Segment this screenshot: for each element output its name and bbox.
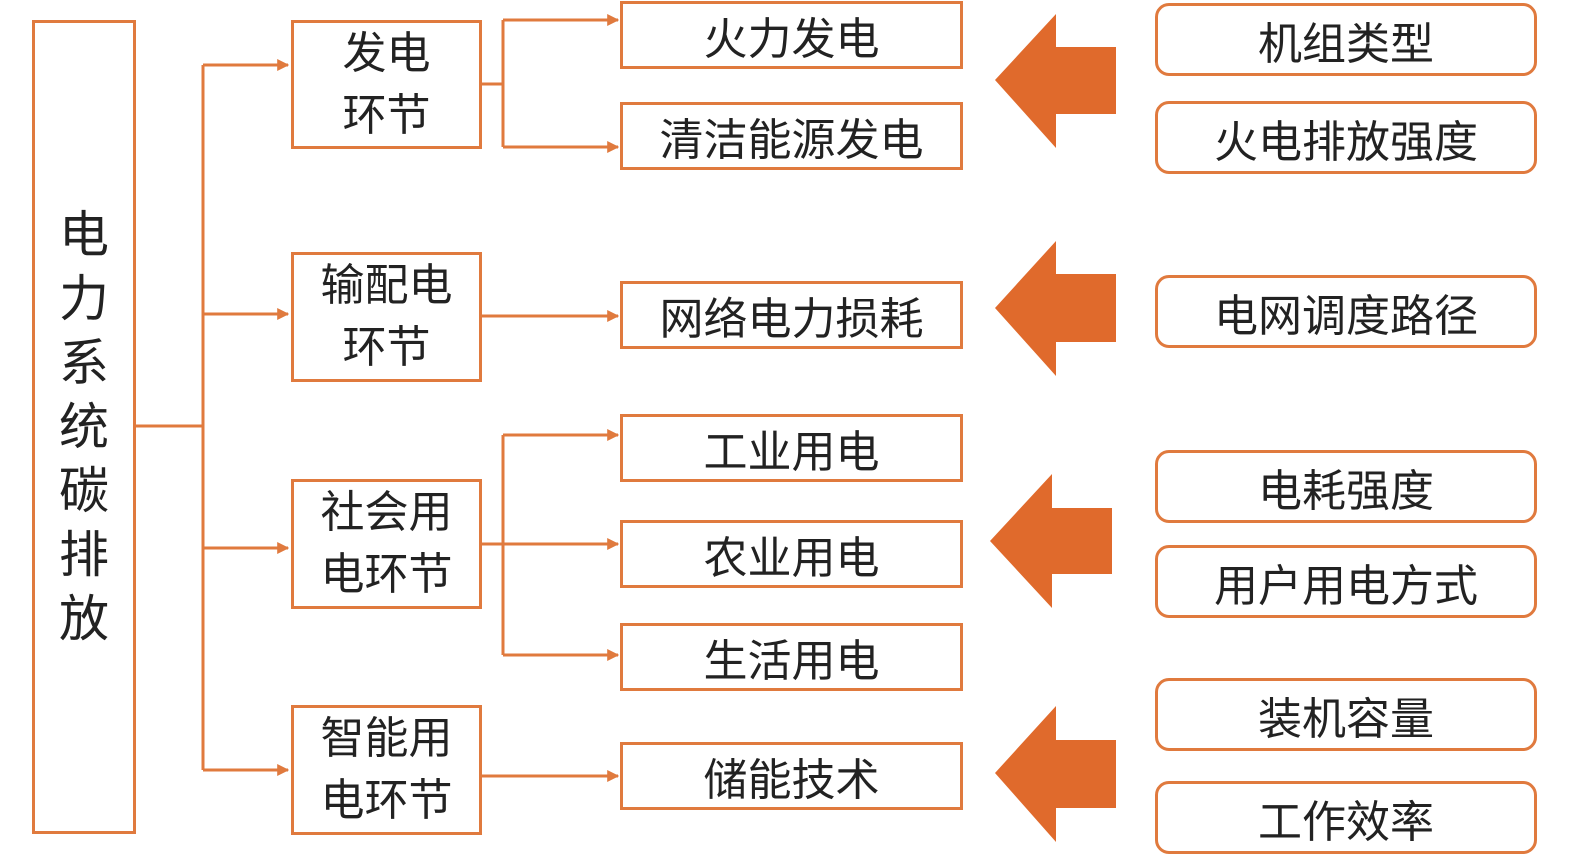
- root-label-char: 系: [59, 334, 109, 392]
- factor-grid-dispatch-path: 电网调度路径: [1155, 275, 1537, 348]
- item-label: 农业用电: [703, 533, 880, 584]
- factor-unit-type: 机组类型: [1155, 3, 1537, 76]
- root-label-char: 力: [59, 270, 109, 328]
- stage-label-line1: 输配电: [320, 260, 453, 311]
- item-network-loss: 网络电力损耗: [620, 281, 963, 349]
- item-label: 工业用电: [703, 427, 880, 478]
- connector-generation-stem: [481, 20, 505, 147]
- root-label-char: 排: [59, 526, 109, 584]
- stage-label-line2: 电环节: [320, 549, 453, 600]
- item-label: 储能技术: [703, 755, 880, 806]
- item-label: 网络电力损耗: [659, 294, 924, 345]
- stage-label-line1: 发电: [342, 27, 431, 79]
- item-residential: 生活用电: [620, 623, 963, 691]
- factor-label: 装机容量: [1258, 693, 1434, 745]
- connector-social-stem: [481, 435, 505, 655]
- factor-label: 机组类型: [1258, 18, 1434, 70]
- root-label-char: 电: [59, 206, 109, 264]
- factor-thermal-emission-intensity: 火电排放强度: [1155, 101, 1537, 174]
- item-label: 火力发电: [703, 14, 880, 65]
- stage-label-line1: 社会用: [320, 487, 453, 538]
- root-label: 电力系统碳排放: [59, 203, 109, 651]
- stage-label-line1: 智能用: [320, 713, 453, 764]
- stage-label-line2: 电环节: [320, 775, 453, 826]
- left-arrow-icon: [990, 474, 1112, 608]
- factor-installed-capacity: 装机容量: [1155, 678, 1537, 751]
- root-node: 电力系统碳排放: [32, 20, 136, 834]
- factor-label: 电网调度路径: [1214, 290, 1478, 342]
- root-label-char: 统: [59, 398, 109, 456]
- left-arrow-icon: [995, 241, 1116, 376]
- item-energy-storage: 储能技术: [620, 742, 963, 810]
- stage-smart: 智能用 电环节: [291, 705, 482, 835]
- root-label-char: 碳: [59, 462, 109, 520]
- item-agricultural: 农业用电: [620, 520, 963, 588]
- factor-label: 工作效率: [1258, 796, 1434, 848]
- item-industrial: 工业用电: [620, 414, 963, 482]
- stage-transmission: 输配电 环节: [291, 252, 482, 382]
- stage-label-line2: 环节: [342, 322, 431, 373]
- item-clean-energy: 清洁能源发电: [620, 102, 963, 170]
- root-label-char: 放: [59, 590, 109, 648]
- factor-label: 用户用电方式: [1214, 560, 1478, 612]
- left-arrow-icon: [995, 14, 1116, 148]
- stage-social: 社会用 电环节: [291, 479, 482, 609]
- item-thermal-power: 火力发电: [620, 1, 963, 69]
- item-label: 清洁能源发电: [659, 115, 924, 166]
- factor-user-consumption-mode: 用户用电方式: [1155, 545, 1537, 618]
- stage-label-line2: 环节: [342, 89, 431, 141]
- item-label: 生活用电: [703, 636, 880, 687]
- factor-consumption-intensity: 电耗强度: [1155, 450, 1537, 523]
- left-arrow-icon: [995, 706, 1116, 842]
- factor-label: 电耗强度: [1258, 465, 1434, 517]
- factor-label: 火电排放强度: [1214, 116, 1478, 168]
- factor-working-efficiency: 工作效率: [1155, 781, 1537, 854]
- stage-generation: 发电 环节: [291, 20, 482, 149]
